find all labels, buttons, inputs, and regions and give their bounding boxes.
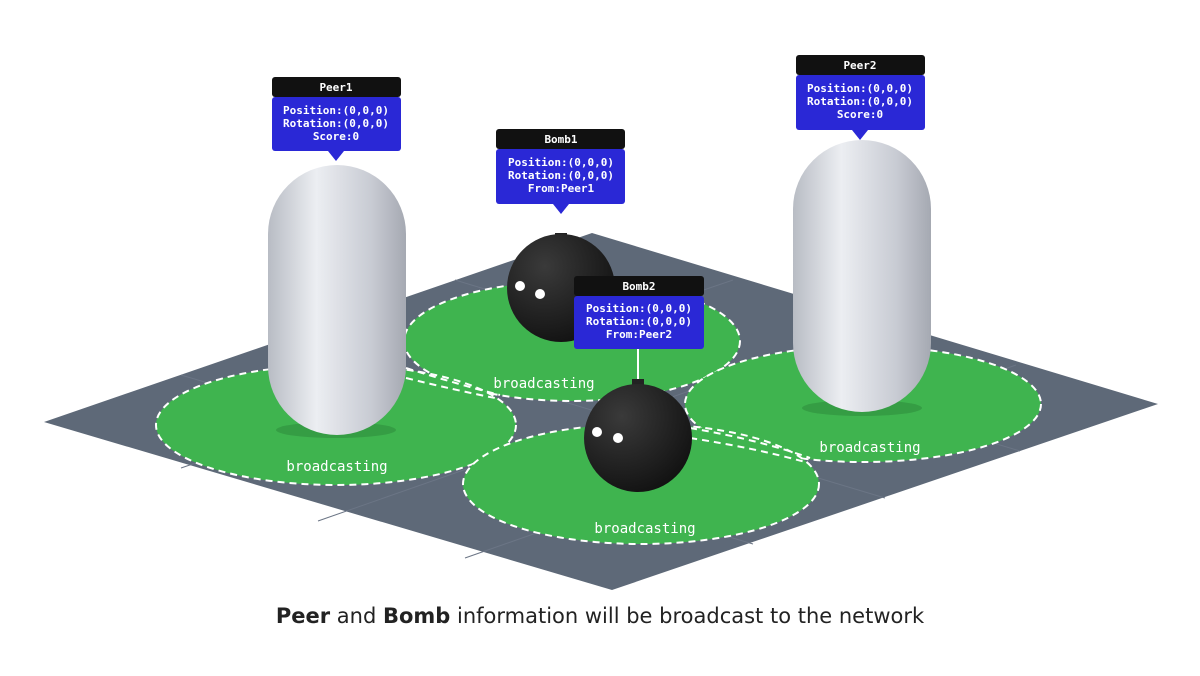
card-title-peer2: Peer2 [843,59,876,72]
card-title-bomb2: Bomb2 [622,280,655,293]
info-card-bomb1: Bomb1 Position:(0,0,0) Rotation:(0,0,0) … [496,129,625,214]
diagram-caption: Peer and Bomb information will be broadc… [0,604,1200,628]
card-line-peer2-score: Score:0 [837,108,883,121]
zone-label-peer2: broadcasting [819,440,920,456]
zone-label-peer1: broadcasting [286,459,387,475]
bomb1-eye-left [515,281,525,291]
info-card-peer2: Peer2 Position:(0,0,0) Rotation:(0,0,0) … [796,55,925,140]
info-card-peer1: Peer1 Position:(0,0,0) Rotation:(0,0,0) … [272,77,401,161]
caption-bold-bomb: Bomb [382,604,451,628]
card-line-peer2-position: Position:(0,0,0) [807,82,913,95]
caption-bold-peer: Peer [275,604,331,628]
card-line-peer2-rotation: Rotation:(0,0,0) [807,95,913,108]
card-title-peer1: Peer1 [319,81,352,94]
card-title-bomb1: Bomb1 [544,133,577,146]
caption-text-rest: information will be broadcast to the net… [450,604,925,628]
zone-label-bomb2: broadcasting [594,521,695,537]
bomb1-eye-right [535,289,545,299]
card-line-bomb1-from: From:Peer1 [528,182,595,195]
zone-links [405,367,811,463]
card-line-peer1-rotation: Rotation:(0,0,0) [283,117,389,130]
card-line-bomb2-position: Position:(0,0,0) [586,302,692,315]
peer1-capsule [268,165,406,438]
bomb2-eye-left [592,427,602,437]
peer2-capsule [793,140,931,416]
zone-label-bomb1: broadcasting [493,376,594,392]
caption-text-and: and [330,604,383,628]
info-card-bomb2: Bomb2 Position:(0,0,0) Rotation:(0,0,0) … [574,276,704,349]
card-line-peer1-score: Score:0 [313,130,359,143]
card-line-bomb1-position: Position:(0,0,0) [508,156,614,169]
card-line-bomb2-rotation: Rotation:(0,0,0) [586,315,692,328]
card-line-bomb1-rotation: Rotation:(0,0,0) [508,169,614,182]
card-line-peer1-position: Position:(0,0,0) [283,104,389,117]
card-line-bomb2-from: From:Peer2 [606,328,672,341]
bomb2 [584,349,692,492]
bomb2-eye-right [613,433,623,443]
